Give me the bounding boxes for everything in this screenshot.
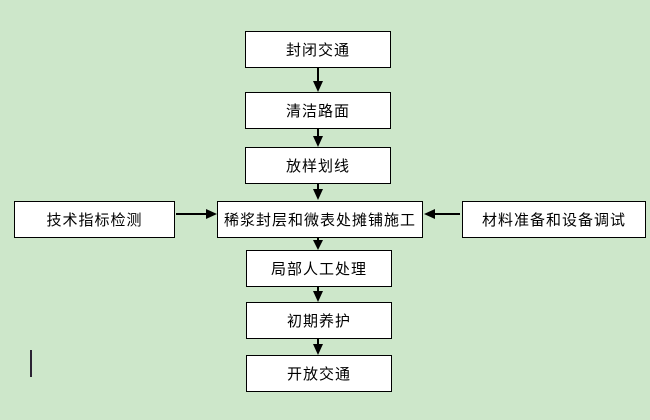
flow-node-clean-road[interactable]: 清洁路面 <box>245 92 391 129</box>
arrow-layout-to-paving <box>313 184 323 200</box>
flow-node-open-traffic[interactable]: 开放交通 <box>246 355 392 392</box>
flow-node-label: 局部人工处理 <box>270 262 367 278</box>
arrow-curing-to-open <box>313 339 323 355</box>
flow-node-material-prep[interactable]: 材料准备和设备调试 <box>462 201 646 238</box>
flow-node-label: 清洁路面 <box>285 104 350 120</box>
arrow-paving-to-local <box>313 238 323 250</box>
flow-node-initial-curing[interactable]: 初期养护 <box>246 302 392 339</box>
flow-node-label: 材料准备和设备调试 <box>481 213 626 229</box>
arrow-material-to-paving <box>424 209 460 219</box>
flow-node-label: 技术指标检测 <box>46 213 143 229</box>
flow-node-layout-marking[interactable]: 放样划线 <box>245 147 391 184</box>
flow-node-slurry-paving[interactable]: 稀浆封层和微表处摊铺施工 <box>217 201 423 238</box>
flow-node-close-traffic[interactable]: 封闭交通 <box>245 31 391 68</box>
flow-node-label: 初期养护 <box>286 314 351 330</box>
flow-node-label: 放样划线 <box>285 159 350 175</box>
flow-node-local-manual[interactable]: 局部人工处理 <box>246 250 392 287</box>
flow-node-label: 开放交通 <box>286 367 351 383</box>
text-caret <box>30 350 32 377</box>
flow-node-label: 稀浆封层和微表处摊铺施工 <box>223 213 416 229</box>
arrow-clean-to-layout <box>313 129 323 147</box>
flow-node-label: 封闭交通 <box>285 43 350 59</box>
arrow-close-to-clean <box>313 68 323 92</box>
flow-node-tech-inspection[interactable]: 技术指标检测 <box>14 201 175 238</box>
arrow-tech-to-paving <box>176 209 217 219</box>
arrow-local-to-curing <box>313 287 323 302</box>
